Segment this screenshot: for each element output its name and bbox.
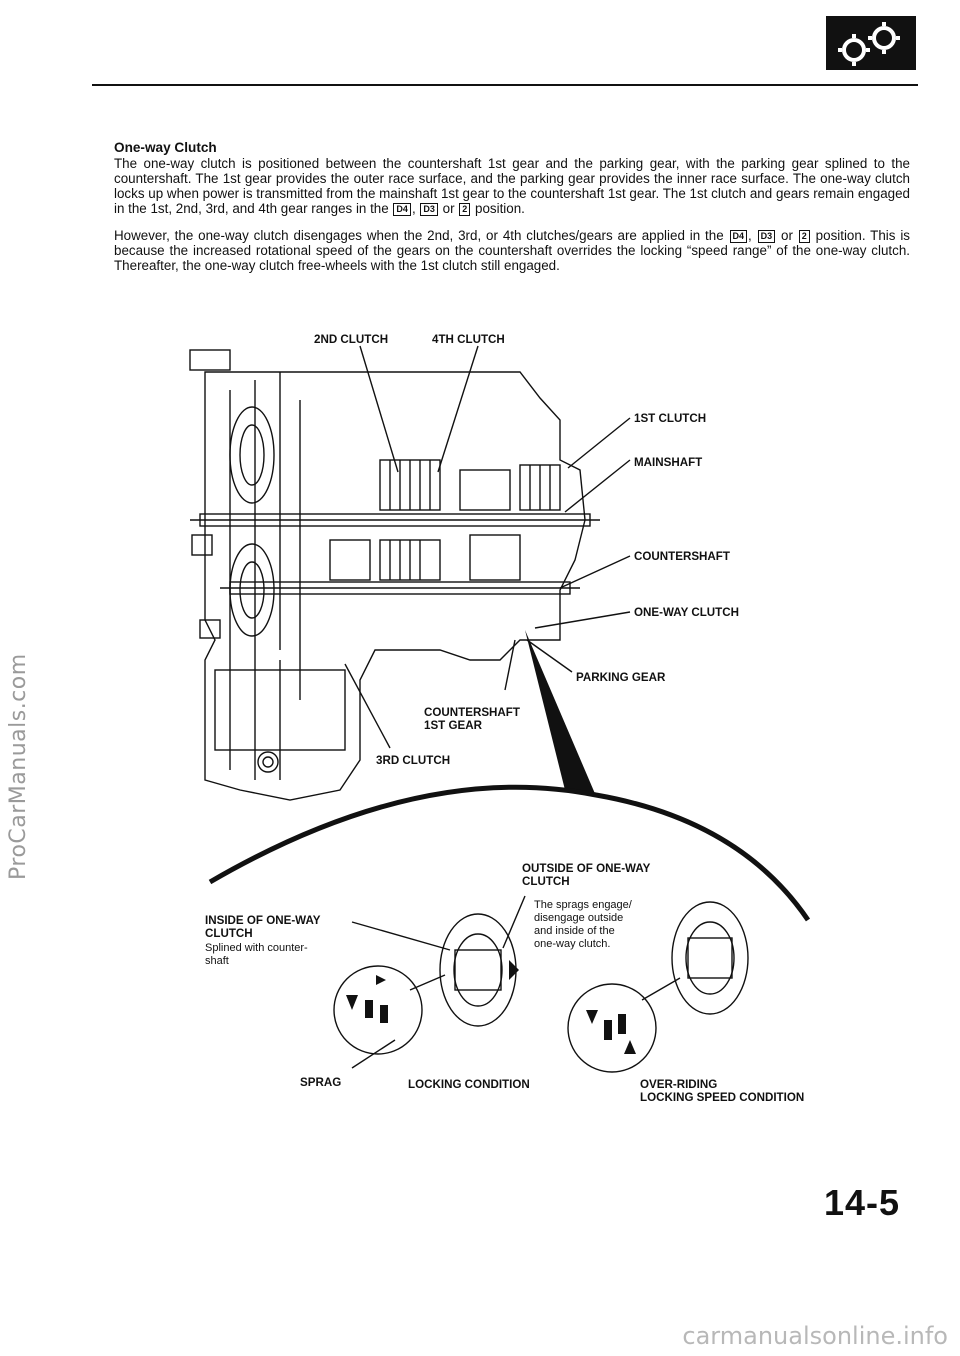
section-heading: One-way Clutch	[114, 140, 217, 155]
overriding-clutch-detail	[671, 901, 749, 1015]
label-inside-line1: INSIDE OF ONE-WAY	[205, 914, 321, 927]
label-2nd-clutch: 2ND CLUTCH	[314, 333, 389, 346]
label-inside-line2: CLUTCH	[205, 927, 253, 940]
label-over-riding-line1: OVER-RIDING	[640, 1078, 718, 1091]
zoom-wedge	[525, 630, 596, 796]
label-sprag: SPRAG	[300, 1076, 342, 1089]
p2-text-b: ,	[748, 228, 757, 243]
label-outside-line2: CLUTCH	[522, 875, 570, 888]
label-4th-clutch: 4TH CLUTCH	[432, 333, 505, 346]
header-rule	[92, 84, 918, 86]
label-over-riding-line2: LOCKING SPEED CONDITION	[640, 1091, 805, 1104]
label-outside-line1: OUTSIDE OF ONE-WAY	[522, 862, 651, 875]
bottom-watermark: carmanualsonline.info	[682, 1322, 948, 1350]
key-d4: D4	[393, 203, 411, 216]
p1-text-c: or	[438, 201, 459, 216]
sprags-note-line4: one-way clutch.	[534, 938, 611, 950]
locking-clutch-detail	[439, 913, 517, 1027]
label-mainshaft: MAINSHAFT	[634, 456, 703, 469]
paragraph-2: However, the one-way clutch disengages w…	[114, 228, 910, 273]
sprag-detail-right	[567, 983, 657, 1073]
sprags-note: The sprags engage/ disengage outside and…	[534, 899, 632, 951]
description-block: One-way Clutch The one-way clutch is pos…	[114, 140, 910, 285]
label-parking-gear: PARKING GEAR	[576, 671, 666, 684]
clutch-packs	[329, 459, 561, 581]
p2-text-c: or	[776, 228, 798, 243]
torque-converter	[229, 406, 275, 504]
inside-note: Splined with counter-shaft	[205, 942, 308, 968]
p2-text-d: position. This is because the increased …	[114, 228, 910, 273]
label-countershaft-1st-gear-line1: COUNTERSHAFT	[424, 706, 520, 719]
label-countershaft: COUNTERSHAFT	[634, 550, 730, 563]
sprags-note-line1: The sprags engage/	[534, 899, 632, 911]
inside-note-line1: Splined with counter-	[205, 942, 308, 954]
sprags-note-line3: and inside of the	[534, 925, 615, 937]
key-2: 2	[459, 203, 471, 216]
transmission-housing	[204, 371, 586, 801]
inside-note-line2: shaft	[205, 955, 229, 967]
label-countershaft-1st-gear-line2: 1ST GEAR	[424, 719, 482, 732]
label-1st-clutch: 1ST CLUTCH	[634, 412, 707, 425]
p1-text-a: The one-way clutch is positioned between…	[114, 156, 910, 216]
p1-text-b: ,	[411, 201, 420, 216]
p1-text-d: position.	[471, 201, 525, 216]
page-number: 14-5	[823, 1182, 900, 1223]
sprag-detail-left	[333, 965, 423, 1055]
label-locking-condition: LOCKING CONDITION	[408, 1078, 530, 1091]
label-one-way-clutch: ONE-WAY CLUTCH	[634, 606, 739, 619]
key-d3: D3	[420, 203, 438, 216]
p2-text-a: However, the one-way clutch disengages w…	[114, 228, 729, 243]
zoom-arc	[208, 784, 811, 922]
label-3rd-clutch: 3RD CLUTCH	[376, 754, 451, 767]
gear-logo-icon	[826, 16, 916, 70]
sprags-note-line2: disengage outside	[534, 912, 624, 924]
paragraph-1: The one-way clutch is positioned between…	[114, 156, 910, 216]
